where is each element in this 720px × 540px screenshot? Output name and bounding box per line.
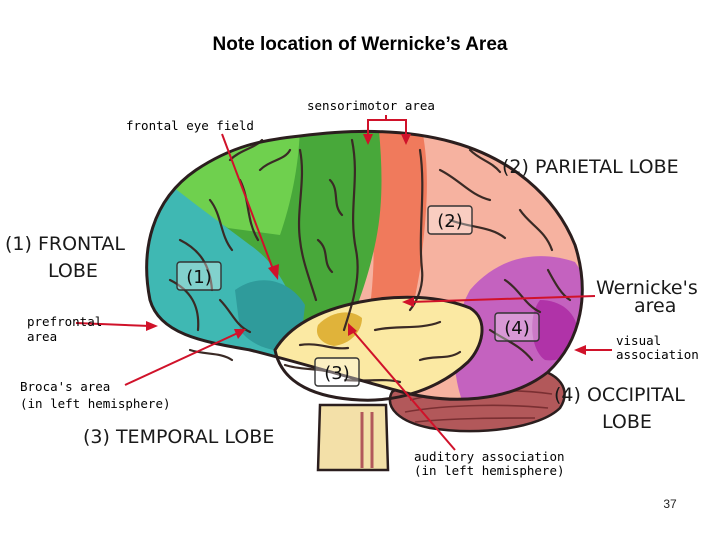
sensorimotor-bracket bbox=[368, 120, 406, 128]
brainstem bbox=[318, 405, 388, 470]
temporal-lobe-label: (3) TEMPORAL LOBE bbox=[83, 426, 274, 448]
region-number-occipital: (4) bbox=[495, 313, 539, 341]
frontal-eye-field-label: frontal eye field bbox=[126, 118, 254, 133]
sensorimotor-label: sensorimotor area bbox=[307, 98, 435, 113]
broca-label-line1: Broca's area bbox=[20, 379, 110, 394]
frontal-lobe-label-line2: LOBE bbox=[48, 260, 98, 282]
prefrontal-label-line2: area bbox=[27, 329, 57, 344]
auditory-association-label-line2: (in left hemisphere) bbox=[414, 463, 565, 478]
auditory-association-label-line1: auditory association bbox=[414, 449, 565, 464]
slide-number: 37 bbox=[650, 497, 690, 511]
region-number-parietal: (2) bbox=[428, 206, 472, 234]
svg-text:(3): (3) bbox=[324, 363, 350, 384]
prefrontal-label-line1: prefrontal bbox=[27, 314, 102, 329]
svg-text:(4): (4) bbox=[504, 318, 530, 339]
frontal-lobe-label-line1: (1) FRONTAL bbox=[5, 233, 125, 255]
visual-association-label-line1: visual bbox=[616, 333, 661, 348]
occipital-lobe-label-line1: (4) OCCIPITAL bbox=[554, 384, 685, 406]
wernicke-label-line2: area bbox=[634, 295, 676, 317]
svg-text:(2): (2) bbox=[437, 211, 463, 232]
svg-text:(1): (1) bbox=[186, 267, 212, 288]
visual-association-label-line2: association bbox=[616, 347, 699, 362]
occipital-lobe-label-line2: LOBE bbox=[602, 411, 652, 433]
broca-arrow bbox=[125, 332, 240, 385]
broca-label-line2: (in left hemisphere) bbox=[20, 396, 171, 411]
region-number-temporal: (3) bbox=[315, 358, 359, 386]
parietal-lobe-label: (2) PARIETAL LOBE bbox=[502, 156, 679, 178]
region-number-frontal: (1) bbox=[177, 262, 221, 290]
